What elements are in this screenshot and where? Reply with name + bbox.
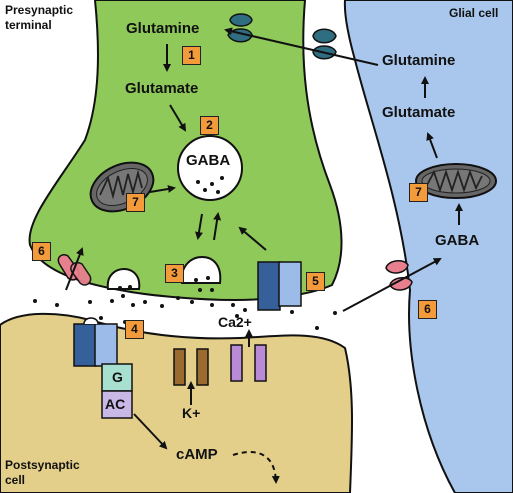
arrow-pre-receptor: [65, 247, 84, 291]
glial-cell-body: [343, 0, 513, 493]
camp-dashed-arrow: [232, 451, 280, 484]
arrow-transporter-up: [238, 226, 267, 251]
k-channel: [173, 348, 209, 386]
gaba-transporter-glia: [385, 260, 413, 291]
arrow-mito-to-gaba: [149, 185, 176, 193]
ca-channel: [230, 344, 267, 382]
step-badge-4: 4: [125, 320, 144, 339]
arrow-transport-glutamine: [224, 27, 379, 66]
glutamate-pre-label: Glutamate: [125, 80, 199, 97]
gaba-transporter-pre: [257, 261, 302, 311]
adenylyl-cyclase-box: [101, 390, 133, 419]
step-badge-7-glia: 7: [409, 183, 428, 202]
postsynaptic-label-line2: cell: [5, 473, 26, 487]
gaba-b-receptor: [73, 317, 118, 367]
arrow-ac-to-camp: [133, 413, 168, 450]
presynaptic-label-line1: Presynaptic: [5, 3, 74, 17]
ca2-label: Ca2+: [218, 314, 252, 330]
arrow-reuptake-up: [213, 212, 222, 241]
ac-label: AC: [105, 396, 126, 412]
gaba-vesicle-label: GABA: [186, 152, 231, 169]
camp-label: cAMP: [176, 446, 218, 463]
step-badge-2: 2: [200, 116, 219, 135]
glutamine-glia-label: Glutamine: [382, 52, 456, 69]
step-badge-6-pre: 6: [32, 242, 51, 261]
glial-cell-label: Glial cell: [449, 6, 499, 20]
glutamate-glia-label: Glutamate: [382, 104, 456, 121]
presynaptic-label-line2: terminal: [5, 18, 52, 32]
g-protein-label: G: [112, 369, 123, 385]
fusing-vesicle-left: [106, 267, 141, 290]
k-label: K+: [182, 405, 201, 421]
glutamine-pre-label: Glutamine: [126, 20, 200, 37]
step-badge-6-glia: 6: [418, 300, 437, 319]
glutamine-transporter-glia: [312, 28, 337, 60]
gaba-vesicle: [177, 135, 243, 201]
step-badge-1: 1: [182, 46, 201, 65]
gaba-glia-label: GABA: [435, 232, 480, 249]
arrow-vesicle-down: [195, 213, 203, 240]
autoreceptor-pre: [57, 253, 92, 286]
g-protein-box: [101, 363, 133, 392]
step-badge-7-pre: 7: [126, 193, 145, 212]
step-badge-3: 3: [165, 264, 184, 283]
arrow-glial-mito-to-glutamate: [426, 132, 438, 159]
mitochondrion-glia: [415, 163, 497, 199]
arrow-cleft-to-glia: [342, 258, 442, 312]
step-badge-5: 5: [306, 272, 325, 291]
arrow-glutamate-to-gaba: [169, 104, 187, 132]
postsynaptic-label-line1: Postsynaptic: [5, 458, 80, 472]
